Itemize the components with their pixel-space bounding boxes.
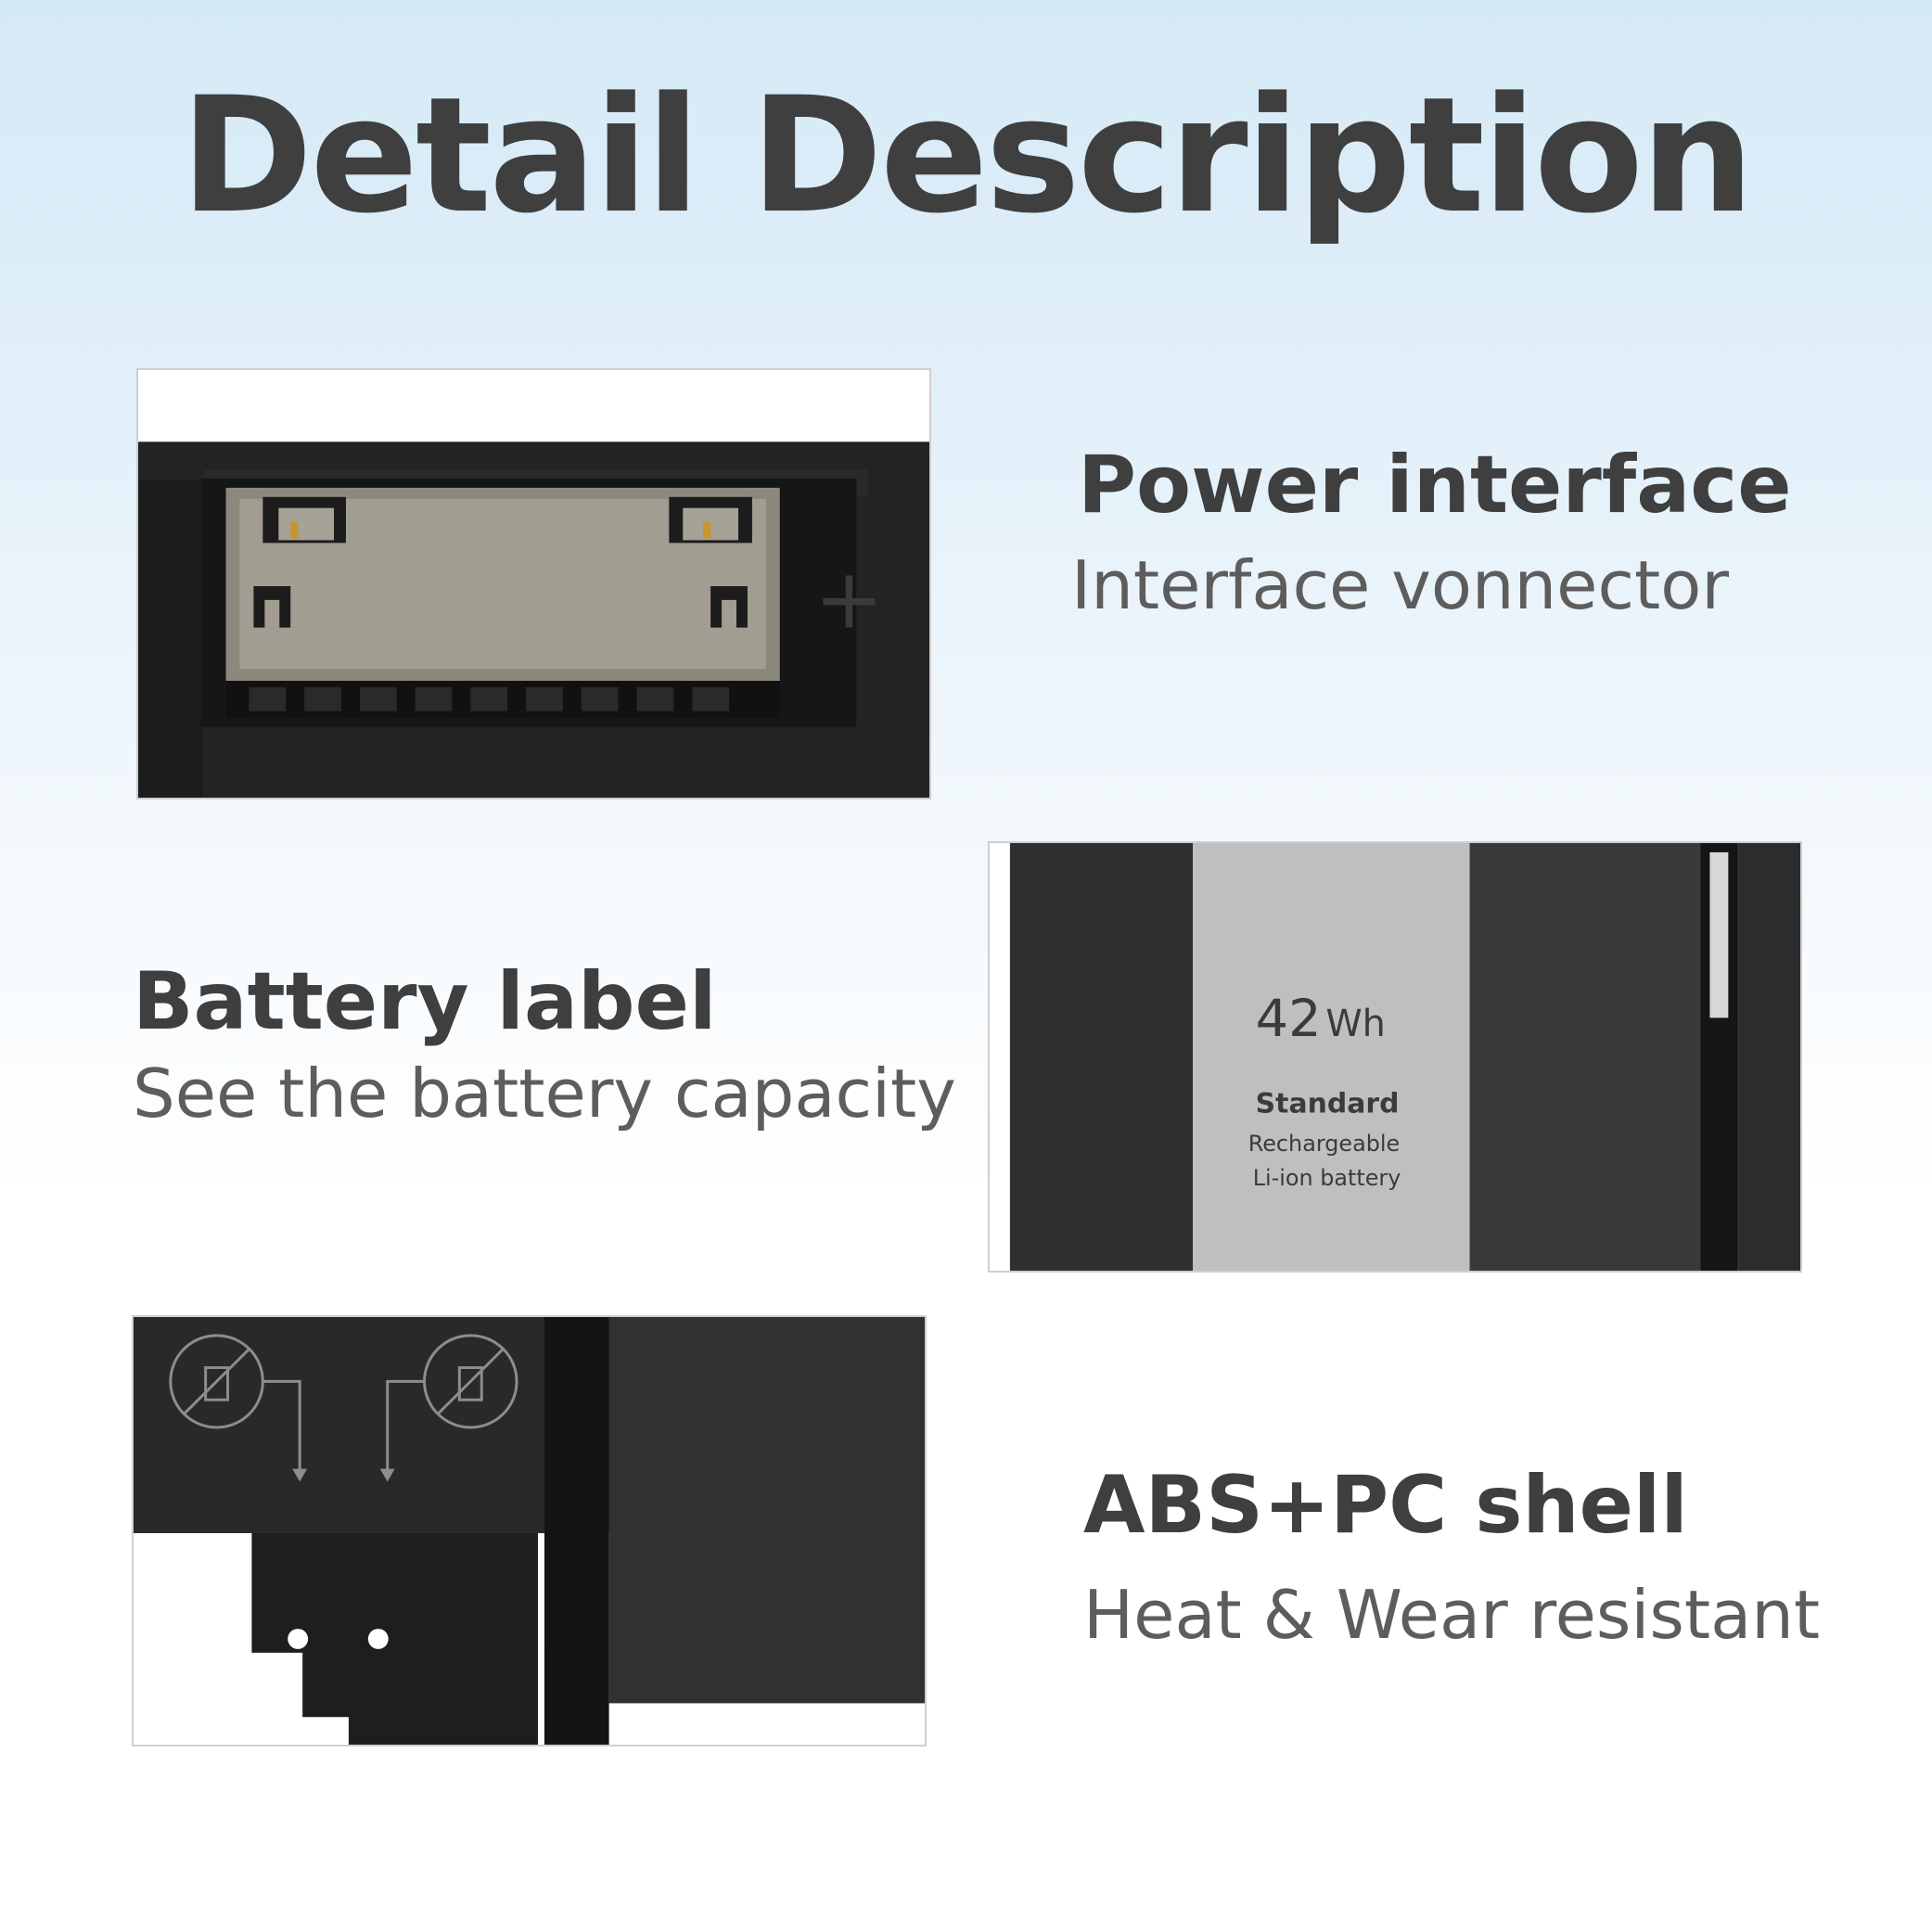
abs-pc-shell-photo [132, 1315, 927, 1746]
connector-illustration: + [138, 370, 929, 798]
feature-subtitle-battery-label: See the battery capacity [133, 1055, 956, 1132]
capacity-unit: Wh [1325, 1003, 1386, 1045]
battery-label-photo: 42 Wh Standard Rechargeable Li-ion batte… [988, 841, 1802, 1273]
feature-subtitle-abs-pc-shell: Heat & Wear resistant [1083, 1576, 1821, 1654]
feature-subtitle-power-interface: Interface vonnector [1071, 546, 1729, 624]
feature-title-abs-pc-shell: ABS+PC shell [1083, 1459, 1688, 1552]
capacity-number: 42 [1256, 989, 1322, 1049]
gold-pin-right [703, 521, 711, 539]
gold-pin-left [290, 521, 299, 539]
page-title: Detail Description [180, 62, 1755, 249]
battery-line-2: Li-ion battery [1253, 1165, 1401, 1191]
polarity-plus-icon: + [814, 552, 884, 648]
feature-title-power-interface: Power interface [1078, 439, 1792, 531]
power-interface-photo: + [136, 368, 931, 800]
feature-title-battery-label: Battery label [133, 955, 717, 1048]
battery-type: Standard [1256, 1088, 1400, 1120]
battery-label-illustration: 42 Wh Standard Rechargeable Li-ion batte… [990, 843, 1800, 1271]
label-sticker [1192, 843, 1470, 1271]
shell-illustration [134, 1317, 925, 1745]
battery-line-1: Rechargeable [1248, 1131, 1400, 1157]
